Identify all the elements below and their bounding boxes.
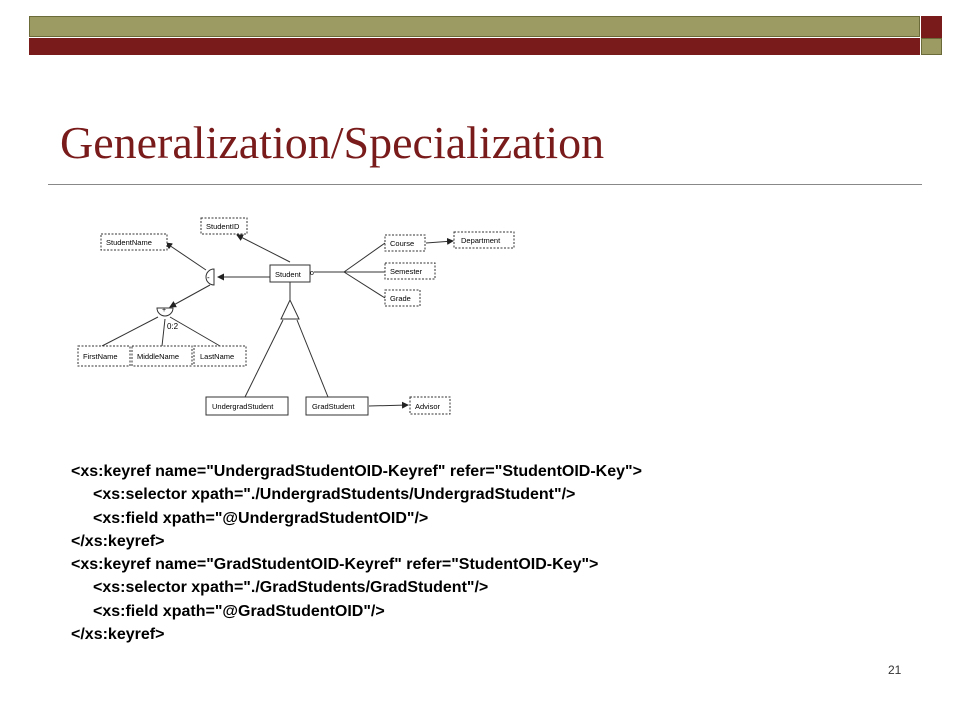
code-line: <xs:keyref name="GradStudentOID-Keyref" … [71,556,599,574]
student-link-marker: o [310,270,314,277]
node-middle-name: MiddleName [137,352,179,361]
code-line: <xs:field xpath="@GradStudentOID"/> [93,602,385,620]
header-band-olive [29,16,920,37]
code-line: </xs:keyref> [71,532,165,550]
node-grade: Grade [390,294,411,303]
sequence-symbol: - [207,273,210,282]
node-student-id: StudentID [206,222,240,231]
choice-symbol: + [162,307,166,314]
code-line: <xs:field xpath="@UndergradStudentOID"/> [93,509,429,527]
code-line: <xs:selector xpath="./GradStudents/GradS… [93,579,489,597]
xml-code-block: <xs:keyref name="UndergradStudentOID-Key… [71,460,642,646]
node-advisor: Advisor [415,402,441,411]
code-line: </xs:keyref> [71,626,165,644]
generalization-diagram: - + 0:2 o StudentID StudentName Student … [77,217,515,416]
node-semester: Semester [390,267,423,276]
cardinality-label: 0:2 [167,322,179,331]
node-department: Department [461,236,501,245]
node-student-name: StudentName [106,238,152,247]
node-student: Student [275,270,302,279]
header-corner-red [921,16,942,38]
node-undergrad-student: UndergradStudent [212,402,274,411]
header-band-red [29,38,920,55]
node-grad-student: GradStudent [312,402,355,411]
node-first-name: FirstName [83,352,118,361]
code-line: <xs:keyref name="UndergradStudentOID-Key… [71,463,642,480]
node-course: Course [390,239,414,248]
node-last-name: LastName [200,352,234,361]
slide-number: 21 [888,663,902,677]
code-line: <xs:selector xpath="./UndergradStudents/… [93,486,576,504]
slide-title: Generalization/Specialization [60,117,605,168]
title-divider [48,184,922,185]
header-corner-olive [921,38,942,55]
